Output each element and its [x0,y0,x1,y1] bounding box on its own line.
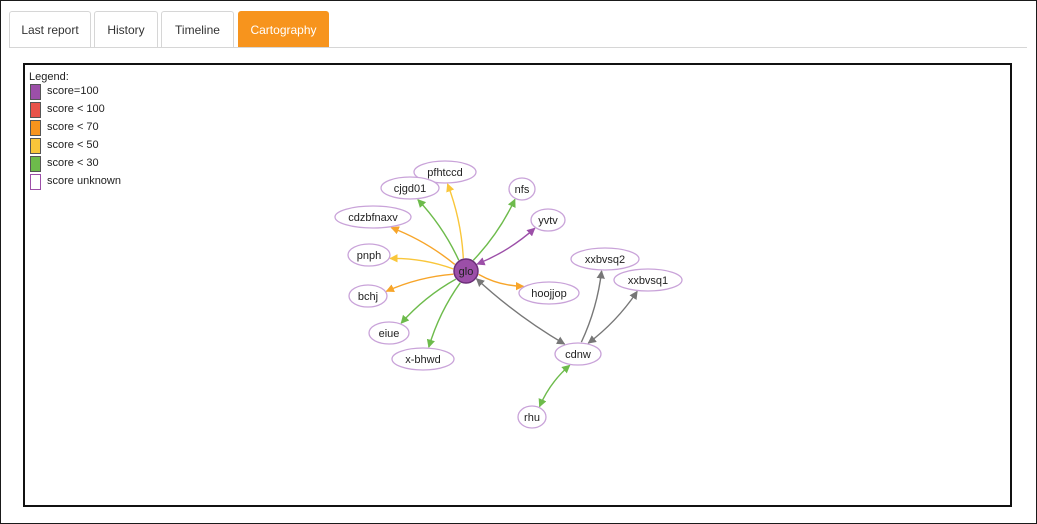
legend-item-score-lt-70: score < 70 [29,119,99,137]
node-shape [453,258,479,284]
tab-divider [9,47,1027,48]
node-label: yvtv [538,215,558,227]
tab-history[interactable]: History [94,11,158,47]
node-label: pnph [357,250,381,262]
legend-item-score-lt-30: score < 30 [29,155,99,173]
node-shape [380,176,440,200]
node-shape [334,205,412,229]
edge-cdnw-xxbvsq2 [580,270,605,343]
legend-label: score unknown [47,175,121,187]
graph-node-rhu[interactable]: rhu [517,405,547,429]
graph-node-xxbvsq1[interactable]: xxbvsq1 [613,268,683,292]
legend-swatch [30,84,41,100]
edge-glo-pfhtccd [446,183,465,259]
graph-node-xxbvsq2[interactable]: xxbvsq2 [570,247,640,271]
graph-node-yvtv[interactable]: yvtv [530,208,566,232]
node-shape [368,321,410,345]
cartography-canvas[interactable]: Legend: score=100 score < 100 score < 70… [23,63,1012,507]
node-label: eiue [379,328,400,340]
edge-glo-bchj [385,273,454,293]
legend-item-score-lt-50: score < 50 [29,137,99,155]
node-label: xxbvsq1 [628,275,668,287]
node-label: nfs [515,184,530,196]
edge-glo-hoojjop [478,273,525,291]
edge-glo-cdnw [475,278,566,345]
legend-swatch [30,138,41,154]
node-shape [508,177,536,201]
edge-glo-cjgd01 [417,198,460,261]
graph-node-pnph[interactable]: pnph [347,243,391,267]
legend-label: score < 50 [47,139,99,151]
graph-node-cdzbfnaxv[interactable]: cdzbfnaxv [334,205,412,229]
graph-node-glo[interactable]: glo [453,258,479,284]
graph-node-cdnw[interactable]: cdnw [554,342,602,366]
edge-glo-eiue [400,278,457,324]
node-label: glo [459,266,474,278]
tab-cartography[interactable]: Cartography [238,11,329,47]
legend-title: Legend: [29,71,69,83]
legend-swatch [30,174,41,190]
edge-glo-x-bhwd [426,282,461,349]
edge-glo-cdzbfnaxv [390,226,456,266]
edge-glo-nfs [472,198,516,261]
node-label: hoojjop [531,288,566,300]
node-shape [613,268,683,292]
tab-last-report[interactable]: Last report [9,11,91,47]
graph-edges [385,183,638,408]
node-label: cdnw [565,349,591,361]
graph-node-nfs[interactable]: nfs [508,177,536,201]
node-shape [554,342,602,366]
node-label: xxbvsq2 [585,254,625,266]
tab-timeline[interactable]: Timeline [161,11,234,47]
node-label: cjgd01 [394,183,426,195]
graph-node-cjgd01[interactable]: cjgd01 [380,176,440,200]
node-label: rhu [524,412,540,424]
legend-item-score-100: score=100 [29,83,99,101]
node-shape [517,405,547,429]
node-shape [530,208,566,232]
legend-label: score < 30 [47,157,99,169]
node-label: x-bhwd [405,354,440,366]
graph-node-x-bhwd[interactable]: x-bhwd [391,347,455,371]
legend-swatch [30,120,41,136]
node-shape [570,247,640,271]
node-shape [347,243,391,267]
edge-glo-pnph [389,254,454,270]
edge-cdnw-xxbvsq1 [587,290,638,344]
legend-label: score < 100 [47,103,105,115]
graph-node-hoojjop[interactable]: hoojjop [518,281,580,305]
node-shape [348,284,388,308]
legend-label: score < 70 [47,121,99,133]
legend-swatch [30,102,41,118]
node-shape [413,160,477,184]
graph-node-pfhtccd[interactable]: pfhtccd [413,160,477,184]
node-shape [391,347,455,371]
graph-node-bchj[interactable]: bchj [348,284,388,308]
graph-node-eiue[interactable]: eiue [368,321,410,345]
edge-glo-yvtv [476,227,536,266]
node-label: cdzbfnaxv [348,212,398,224]
legend: Legend: score=100 score < 100 score < 70… [29,71,121,191]
legend-swatch [30,156,41,172]
legend-item-score-lt-100: score < 100 [29,101,105,119]
node-label: bchj [358,291,378,303]
legend-item-score-unknown: score unknown [29,173,121,191]
edge-cdnw-rhu [538,364,571,408]
node-label: pfhtccd [427,167,462,179]
legend-label: score=100 [47,85,99,97]
node-shape [518,281,580,305]
